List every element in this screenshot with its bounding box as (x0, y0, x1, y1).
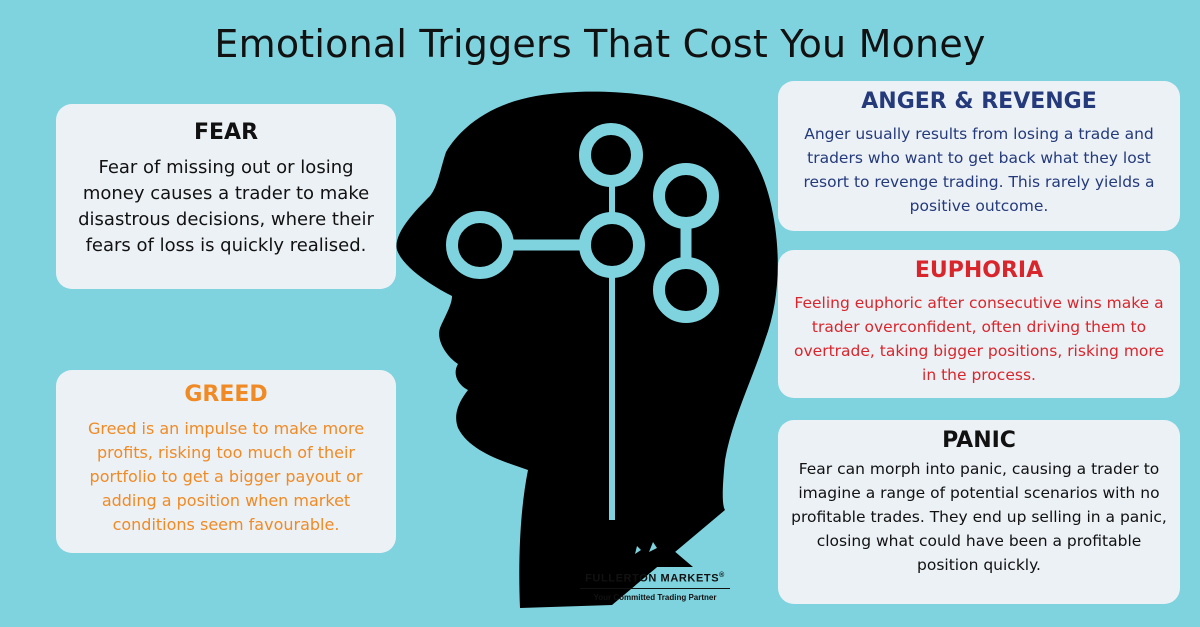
fear-heading: FEAR (193, 120, 259, 145)
euphoria-body: Feeling euphoric after consecutive wins … (794, 294, 1164, 385)
fullerton-logo: FULLERTON MARKETS® Your Committed Tradin… (570, 540, 740, 602)
panic-body: Fear can morph into panic, causing a tra… (791, 460, 1167, 575)
greed-body: Greed is an impulse to make more profits… (87, 419, 365, 534)
panic-card: PANIC Fear can morph into panic, causing… (778, 420, 1180, 604)
logo-tagline: Your Committed Trading Partner (593, 592, 717, 602)
fear-card: FEAR Fear of missing out or losing money… (56, 104, 396, 289)
anger-heading: ANGER & REVENGE (861, 89, 1097, 114)
logo-name: FULLERTON MARKETS® (585, 572, 725, 585)
euphoria-heading: EUPHORIA (914, 258, 1044, 283)
fear-body: Fear of missing out or losing money caus… (78, 157, 374, 257)
anger-revenge-card: ANGER & REVENGE Anger usually results fr… (778, 81, 1180, 231)
panic-heading: PANIC (942, 428, 1016, 453)
anger-body: Anger usually results from losing a trad… (803, 125, 1155, 216)
mountain-logo-icon (617, 542, 693, 567)
greed-card: GREED Greed is an impulse to make more p… (56, 370, 396, 553)
page-title: Emotional Triggers That Cost You Money (214, 22, 986, 66)
euphoria-card: EUPHORIA Feeling euphoric after consecut… (778, 250, 1180, 398)
logo-divider (580, 587, 730, 589)
greed-heading: GREED (184, 382, 268, 407)
